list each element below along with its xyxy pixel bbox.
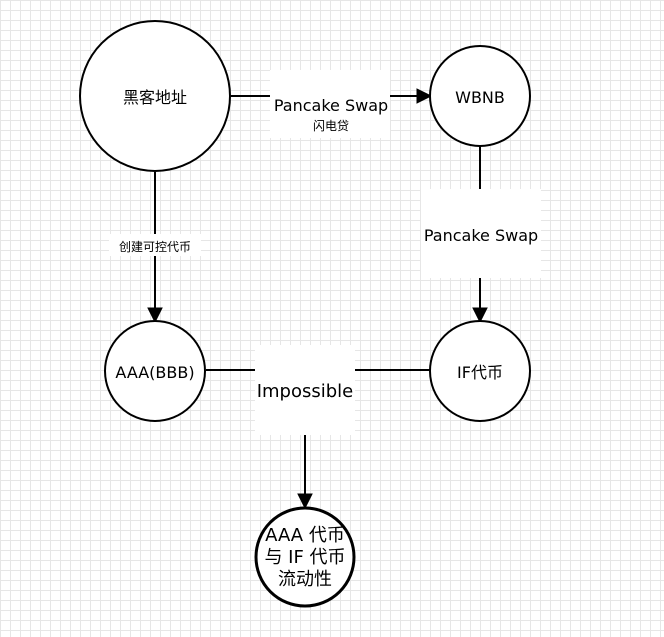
edge-label-wbnb-to-if: Pancake Swap: [421, 189, 541, 278]
edge-label-pancake-swap: Pancake Swap: [274, 96, 388, 115]
node-liquidity-line-2: 与 IF 代币: [264, 547, 345, 568]
node-aaa-label: AAA(BBB): [115, 363, 194, 382]
arrowhead-down-icon: [472, 307, 488, 324]
node-if-token: IF代币: [429, 320, 531, 422]
arrowhead-down-icon: [297, 493, 313, 510]
arrowhead-right-icon: [416, 88, 433, 104]
node-if-token-label: IF代币: [457, 363, 503, 382]
edge-label-impossible-text: Impossible: [257, 381, 354, 402]
node-liquidity: AAA 代币 与 IF 代币 流动性: [254, 506, 356, 608]
edge-label-pancake-swap: Pancake Swap: [424, 226, 538, 245]
node-liquidity-line-3: 流动性: [278, 569, 332, 590]
arrowhead-down-icon: [147, 307, 163, 324]
node-wbnb-label: WBNB: [455, 88, 505, 107]
edge-label-hacker-to-wbnb: Pancake Swap 闪电贷: [270, 70, 390, 138]
node-aaa: AAA(BBB): [104, 320, 206, 422]
node-hacker-address: 黑客地址: [79, 20, 231, 172]
edge-label-hacker-to-aaa: 创建可控代币: [109, 234, 201, 256]
node-wbnb: WBNB: [429, 45, 531, 147]
edge-label-impossible: Impossible: [255, 345, 355, 435]
node-liquidity-line-1: AAA 代币: [265, 525, 345, 546]
edge-sublabel-flash-loan: 闪电贷: [313, 119, 349, 133]
node-hacker-address-label: 黑客地址: [123, 88, 187, 107]
edge-label-create-token: 创建可控代币: [119, 240, 191, 254]
